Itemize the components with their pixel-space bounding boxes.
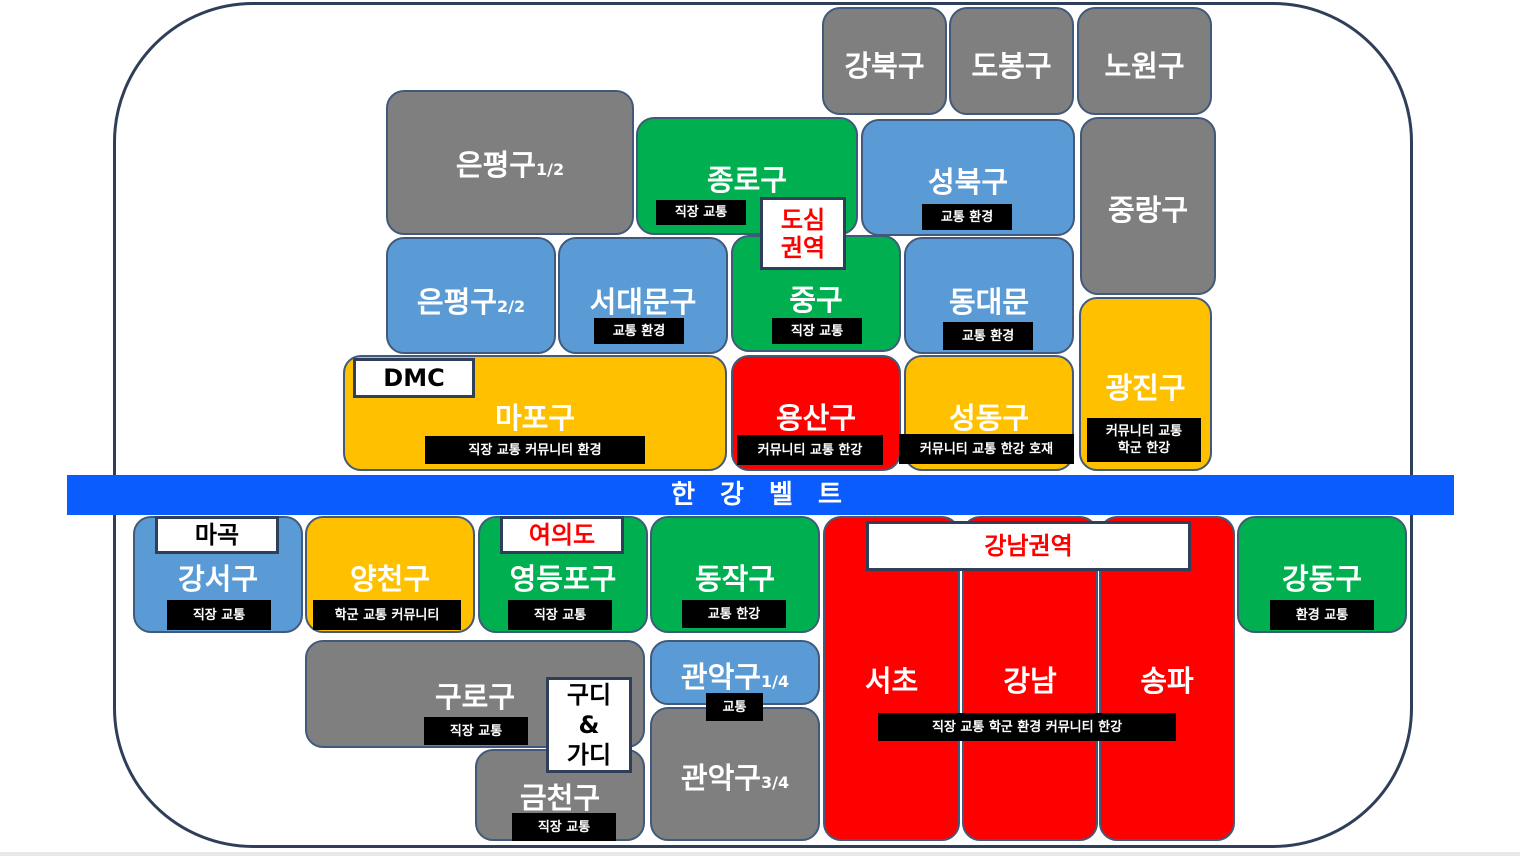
district-name: 성북구 bbox=[863, 159, 1073, 201]
district-name-text: 동작구 bbox=[694, 562, 776, 596]
district-tags: 직장 교통 bbox=[772, 318, 862, 344]
district-dongdaemun: 동대문 bbox=[904, 237, 1074, 354]
district-name: 종로구 bbox=[638, 157, 856, 199]
hangang-belt-band: 한 강 벨 트 bbox=[67, 475, 1454, 515]
district-tags: 교통 환경 bbox=[922, 204, 1012, 230]
district-name: 은평구1/2 bbox=[388, 142, 632, 184]
district-name-text: 금천구 bbox=[519, 781, 601, 815]
district-name: 구로구 bbox=[307, 674, 643, 716]
district-name: 중구 bbox=[733, 277, 899, 319]
district-name-text: 노원구 bbox=[1104, 49, 1185, 83]
district-name-text: 동대문 bbox=[948, 285, 1030, 319]
district-name-text: 광진구 bbox=[1105, 371, 1186, 405]
district-name-text: 성동구 bbox=[948, 401, 1030, 435]
district-name-text: 은평구 bbox=[455, 148, 536, 182]
district-tags: 직장 교통 bbox=[512, 813, 616, 841]
district-name: 은평구2/2 bbox=[388, 279, 554, 321]
district-name: 도봉구 bbox=[951, 43, 1072, 85]
district-name: 관악구1/4 bbox=[652, 654, 818, 696]
area-label-yeouido: 여의도 bbox=[500, 516, 624, 554]
district-name: 동작구 bbox=[652, 556, 818, 598]
district-name: 동대문 bbox=[906, 279, 1072, 321]
district-name-text: 영등포구 bbox=[509, 562, 617, 596]
district-gangbuk: 강북구 bbox=[822, 7, 947, 115]
district-name-text: 관악구 bbox=[680, 761, 761, 795]
district-name-text: 마포구 bbox=[494, 401, 576, 435]
district-name: 마포구 bbox=[345, 395, 725, 437]
district-jungnang: 중랑구 bbox=[1080, 117, 1216, 295]
district-tags: 교통 환경 bbox=[594, 318, 684, 344]
district-gwanak3: 관악구3/4 bbox=[650, 707, 820, 841]
district-name-text: 중구 bbox=[789, 283, 843, 317]
district-name-text: 서초 bbox=[864, 664, 919, 698]
district-name: 성동구 bbox=[906, 395, 1072, 437]
district-name-text: 강서구 bbox=[177, 562, 259, 596]
district-part-suffix: 2/2 bbox=[496, 297, 526, 316]
district-eunpyeong2: 은평구2/2 bbox=[386, 237, 556, 354]
district-name-text: 송파 bbox=[1140, 664, 1194, 698]
district-tags: 교통 한강 bbox=[682, 600, 786, 628]
district-tags: 학군 교통 커뮤니티 bbox=[313, 600, 461, 630]
district-tags: 환경 교통 bbox=[1270, 600, 1374, 630]
seoul-outline bbox=[113, 2, 1413, 848]
area-label-dosim: 도심 권역 bbox=[760, 197, 846, 270]
district-nowon: 노원구 bbox=[1077, 7, 1212, 115]
district-name: 노원구 bbox=[1079, 43, 1210, 85]
district-name: 관악구3/4 bbox=[652, 755, 818, 797]
district-name-text: 성북구 bbox=[927, 165, 1009, 199]
district-tags: 직장 교통 bbox=[424, 717, 528, 745]
district-name: 강남 bbox=[964, 658, 1096, 700]
district-part-suffix: 1/2 bbox=[535, 160, 565, 179]
district-name-text: 강남 bbox=[1003, 664, 1057, 698]
district-name: 용산구 bbox=[733, 395, 899, 437]
district-name-text: 강북구 bbox=[844, 49, 925, 83]
district-tags: 직장 교통 bbox=[167, 600, 271, 630]
district-name: 강동구 bbox=[1239, 556, 1405, 598]
district-part-suffix: 3/4 bbox=[760, 773, 790, 792]
district-tags: 직장 교통 bbox=[508, 600, 612, 630]
district-name: 강서구 bbox=[135, 556, 301, 598]
district-name: 금천구 bbox=[477, 775, 643, 817]
district-name-text: 은평구 bbox=[416, 285, 497, 319]
district-name-text: 구로구 bbox=[434, 680, 516, 714]
district-name-text: 관악구 bbox=[680, 660, 761, 694]
area-label-gangnam-area: 강남권역 bbox=[866, 521, 1191, 571]
area-label-magok: 마곡 bbox=[155, 516, 279, 554]
district-name: 서대문구 bbox=[560, 279, 726, 321]
district-tags: 커뮤니티 교통 한강 bbox=[737, 435, 883, 465]
district-name-text: 양천구 bbox=[349, 562, 431, 596]
district-name: 서초 bbox=[825, 658, 958, 700]
district-part-suffix: 1/4 bbox=[760, 672, 790, 691]
district-tags: 커뮤니티 교통 한강 호재 bbox=[899, 434, 1074, 464]
district-name: 양천구 bbox=[307, 556, 473, 598]
district-tags: 교통 환경 bbox=[943, 322, 1033, 350]
district-tags: 커뮤니티 교통 학군 한강 bbox=[1087, 418, 1201, 462]
district-name-text: 종로구 bbox=[706, 163, 788, 197]
district-tags: 직장 교통 bbox=[656, 200, 746, 225]
district-name: 강북구 bbox=[824, 43, 945, 85]
gangnam-area-tags: 직장 교통 학군 환경 커뮤니티 한강 bbox=[878, 713, 1176, 741]
area-label-dmc: DMC bbox=[353, 358, 475, 398]
district-name-text: 서대문구 bbox=[589, 285, 697, 319]
area-label-gudi: 구디 & 가디 bbox=[546, 677, 632, 773]
district-name-text: 도봉구 bbox=[971, 49, 1052, 83]
district-name-text: 용산구 bbox=[775, 401, 857, 435]
bottom-strip bbox=[0, 852, 1520, 856]
district-tags: 교통 bbox=[706, 693, 763, 721]
district-name: 영등포구 bbox=[480, 556, 646, 598]
district-tags: 직장 교통 커뮤니티 환경 bbox=[425, 436, 645, 464]
district-gwanak1: 관악구1/4 bbox=[650, 640, 820, 705]
district-dobong: 도봉구 bbox=[949, 7, 1074, 115]
district-name: 광진구 bbox=[1081, 365, 1210, 407]
district-name: 중랑구 bbox=[1082, 187, 1214, 229]
district-eunpyeong1: 은평구1/2 bbox=[386, 90, 634, 235]
district-name-text: 강동구 bbox=[1281, 562, 1363, 596]
district-name-text: 중랑구 bbox=[1107, 193, 1189, 227]
district-name: 송파 bbox=[1101, 658, 1233, 700]
